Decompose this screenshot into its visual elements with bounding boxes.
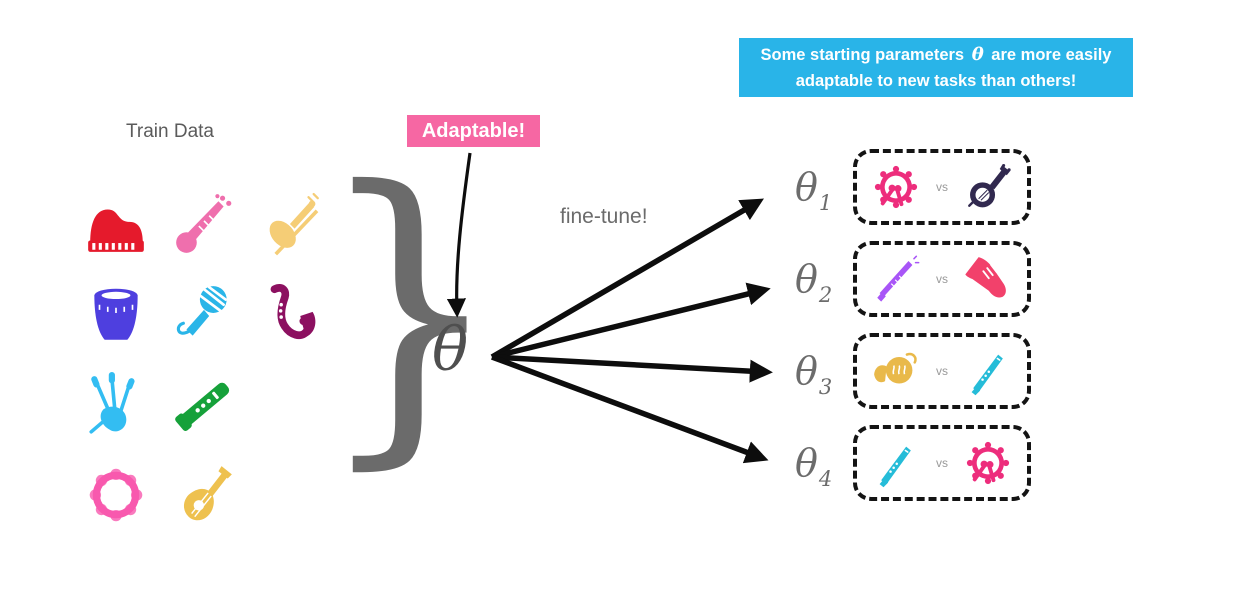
grid-cell (160, 450, 248, 540)
grid-cell (160, 270, 248, 360)
grid-cell (72, 360, 160, 450)
theta1-label: θ1 (795, 165, 833, 215)
theta2-label: θ2 (795, 257, 833, 307)
task-row-4: θ4 vs (795, 425, 1031, 501)
theta4-label: θ4 (795, 441, 833, 491)
annotation-text: Some starting parameters θ are more easi… (760, 44, 1112, 90)
clarinet-icon (171, 372, 237, 438)
task-row-2: θ2 vs (795, 241, 1031, 317)
task-box-2: vs (853, 241, 1031, 317)
vs-label: vs (936, 272, 948, 286)
sitar-icon (171, 192, 237, 258)
vs-label: vs (936, 180, 948, 194)
snare-drum-icon (963, 438, 1013, 488)
vs-label: vs (936, 456, 948, 470)
mandolin-icon (171, 462, 237, 528)
train-data-title: Train Data (126, 121, 214, 142)
trumpet-icon (963, 254, 1013, 304)
grid-cell (160, 360, 248, 450)
task-row-1: θ1 vs (795, 149, 1031, 225)
task-box-3: vs (853, 333, 1031, 409)
microphone-icon (171, 282, 237, 348)
french-horn-icon (871, 346, 921, 396)
theta3-label: θ3 (795, 349, 833, 399)
vs-label: vs (936, 364, 948, 378)
recorder-icon (871, 438, 921, 488)
tambourine-icon (83, 462, 149, 528)
task-box-4: vs (853, 425, 1031, 501)
grand-piano-icon (83, 192, 149, 258)
task-row-3: θ3 vs (795, 333, 1031, 409)
conga-drum-icon (83, 282, 149, 348)
theta-symbol: θ (432, 315, 469, 385)
theta-inline: θ (971, 44, 984, 65)
fan-arrow-3 (491, 354, 773, 383)
bagpipes-icon (83, 372, 149, 438)
curly-brace: } (316, 124, 504, 496)
finetune-label: fine-tune! (560, 205, 648, 228)
adaptable-label: Adaptable! (407, 115, 540, 147)
grid-cell (160, 180, 248, 270)
task-box-1: vs (853, 149, 1031, 225)
fan-arrow-2 (491, 282, 771, 360)
train-data-grid (72, 180, 336, 540)
grid-cell (72, 450, 160, 540)
grid-cell (72, 180, 160, 270)
fan-arrow-4 (491, 354, 769, 464)
recorder-icon (963, 346, 1013, 396)
annotation-banner: Some starting parameters θ are more easi… (739, 38, 1133, 98)
banjo-icon (963, 162, 1013, 212)
snare-drum-icon (871, 162, 921, 212)
piccolo-icon (871, 254, 921, 304)
grid-cell (72, 270, 160, 360)
